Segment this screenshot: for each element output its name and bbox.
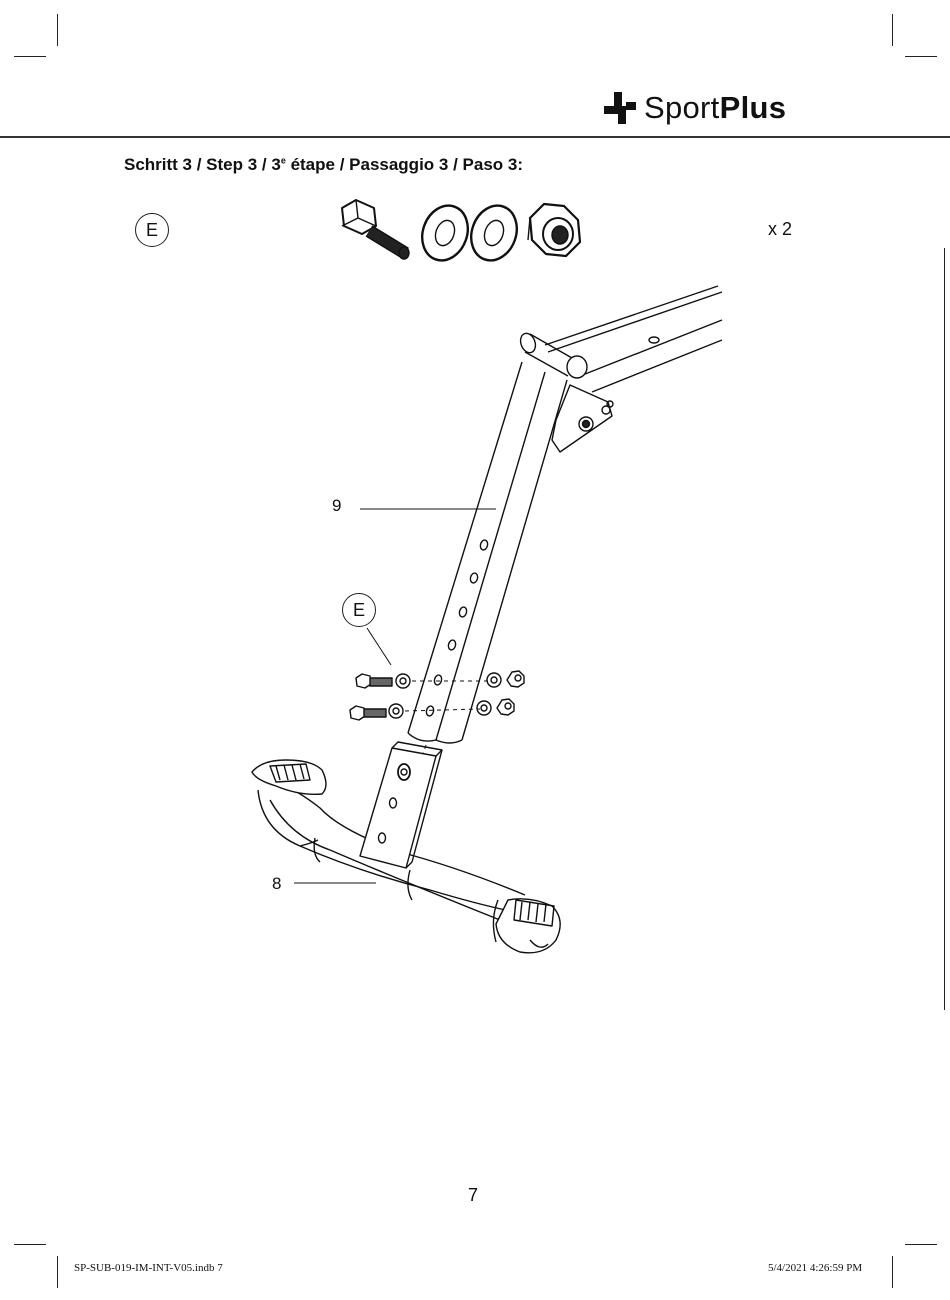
part-number-9: 9 bbox=[332, 496, 342, 515]
upright-tube bbox=[407, 361, 568, 744]
step-title-sup: e bbox=[280, 155, 286, 166]
brand-bold: Plus bbox=[719, 90, 787, 125]
page-number: 7 bbox=[468, 1185, 479, 1205]
step-title: Schritt 3 / Step 3 / 3e étape / Passaggi… bbox=[124, 155, 523, 175]
exploded-hardware bbox=[349, 670, 525, 771]
hardware-label: E bbox=[135, 213, 169, 247]
hardware-quantity: x 2 bbox=[768, 219, 793, 239]
crop-mark bbox=[905, 56, 937, 57]
leader-line-e bbox=[366, 627, 392, 666]
crop-mark bbox=[892, 14, 893, 46]
footer-filename: SP-SUB-019-IM-INT-V05.indb 7 bbox=[74, 1262, 223, 1274]
base-foot bbox=[251, 741, 561, 954]
callout-label-e: E bbox=[342, 593, 376, 627]
crop-mark bbox=[14, 56, 46, 57]
step-title-rest: étape / Passaggio 3 / Paso 3: bbox=[285, 155, 523, 174]
crop-mark bbox=[14, 1244, 46, 1245]
crop-mark bbox=[57, 14, 58, 46]
cross-tube bbox=[519, 332, 588, 379]
cross-logo-icon bbox=[604, 92, 636, 124]
brand-wordmark: SportPlus bbox=[644, 90, 786, 126]
crop-mark bbox=[892, 1256, 893, 1288]
bolt-icon bbox=[341, 199, 410, 260]
frame-rail bbox=[544, 285, 723, 453]
brand-light: Sport bbox=[644, 90, 720, 125]
washer-icon bbox=[421, 204, 469, 262]
step-title-main: Schritt 3 / Step 3 / 3 bbox=[124, 155, 281, 174]
footer-timestamp: 5/4/2021 4:26:59 PM bbox=[768, 1262, 863, 1274]
lock-nut-icon bbox=[527, 202, 582, 258]
brand-logo: SportPlus bbox=[600, 88, 830, 128]
margin-rule bbox=[944, 248, 945, 1010]
crop-mark bbox=[905, 1244, 937, 1245]
crop-mark bbox=[57, 1256, 58, 1288]
header-divider bbox=[0, 136, 950, 138]
washer-icon bbox=[470, 204, 518, 262]
part-number-8: 8 bbox=[272, 874, 282, 893]
